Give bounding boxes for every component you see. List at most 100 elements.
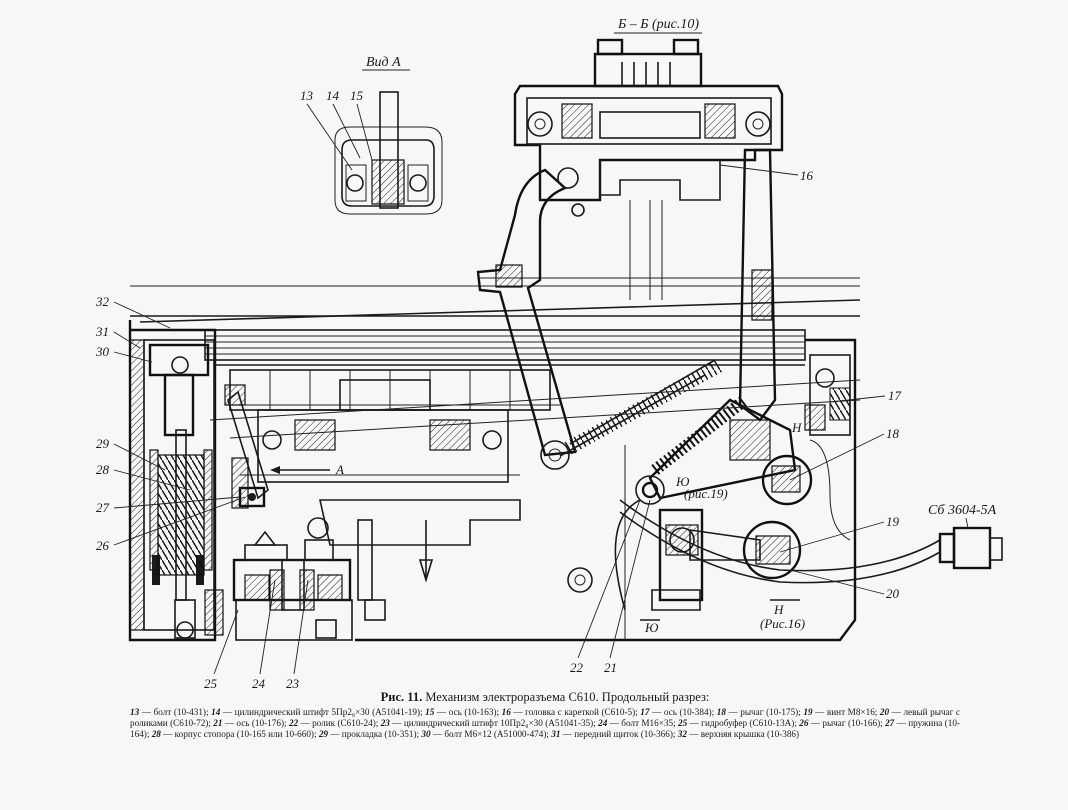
- ref-fig19: (рис.19): [684, 486, 728, 501]
- callout-18: 18: [886, 426, 900, 441]
- callout-27: 27: [96, 500, 110, 515]
- legend-item-number: 28: [151, 729, 161, 739]
- legend-item-text: — рычаг (10-166);: [808, 718, 886, 728]
- hydrobuffer: [232, 517, 353, 641]
- legend-item-number: 19: [803, 707, 813, 717]
- head-carriage: [513, 38, 784, 300]
- legend-item: 21 — ось (10-176);: [213, 718, 289, 728]
- legend-item-text: — головка с кареткой (С610-5);: [510, 707, 641, 717]
- legend-item-text: — ось (10-384);: [649, 707, 717, 717]
- ref-fig16: (Рис.16): [760, 616, 805, 631]
- view-a-label: Вид А: [366, 55, 401, 70]
- axle-assembly: [804, 354, 851, 436]
- legend-item-text: — верхняя крышка (10-386): [686, 729, 800, 739]
- callout-29: 29: [96, 436, 110, 451]
- legend-item: 19 — винт М8×16;: [803, 707, 880, 717]
- legend-item-text: — ролик (С610-24);: [298, 718, 381, 728]
- view-a-callout-15: 15: [350, 88, 364, 103]
- legend-item: 27 — пружина (10-164);: [130, 718, 960, 739]
- callout-16: 16: [800, 168, 814, 183]
- figure-number: Рис. 11.: [380, 690, 423, 704]
- legend-item-number: 14: [211, 707, 221, 717]
- legend-item: 26 — рычаг (10-166);: [799, 718, 885, 728]
- legend-item-number: 13: [130, 707, 140, 717]
- view-a-pin: [379, 91, 399, 209]
- ref-yu1: Ю: [675, 474, 690, 489]
- figure-title: Механизм электроразъема С610. Продольный…: [425, 690, 710, 704]
- legend-item: 24 — болт М16×35;: [598, 718, 678, 728]
- legend-item: 22 — ролик (С610-24);: [289, 718, 381, 728]
- legend-item-number: 22: [288, 718, 299, 728]
- legend-item-text: — корпус стопора (10-165 или 10-660);: [160, 729, 319, 739]
- cable-connector: Сб 3604-5А: [619, 499, 1003, 584]
- view-a-inset: Вид А 13 14 15: [300, 55, 443, 215]
- legend-item: 14 — цилиндрический штифт 5Пр2₈×30 (А510…: [211, 707, 425, 717]
- callout-20: 20: [886, 586, 900, 601]
- legend-item-number: 15: [425, 707, 435, 717]
- callout-19: 19: [886, 514, 900, 529]
- legend-item-number: 32: [677, 729, 687, 739]
- callout-21: 21: [604, 660, 617, 675]
- arrow-a-label: А: [335, 462, 344, 477]
- caption-legend: 13 — болт (10-431); 14 — цилиндрический …: [130, 707, 960, 740]
- legend-item: 18 — рычаг (10-175);: [717, 707, 804, 717]
- legend-item-number: 18: [716, 707, 726, 717]
- legend-item: 32 — верхняя крышка (10-386): [678, 729, 799, 739]
- legend-item: 23 — цилиндрический штифт 10Пр2₈×30 (А51…: [381, 718, 598, 728]
- legend-item-text: — цилиндрический штифт 5Пр2₈×30 (А51041-…: [220, 707, 426, 717]
- legend-item-text: — болт М16×35;: [607, 718, 679, 728]
- legend-item-number: 26: [799, 718, 809, 728]
- legend-item: 20 — левый рычаг с роликами (С610-72);: [130, 707, 960, 728]
- legend-item: 30 — болт М6×12 (А51000-474);: [421, 729, 551, 739]
- lever-arm: [209, 148, 861, 500]
- legend-item: 29 — прокладка (10-351);: [319, 729, 422, 739]
- legend-item: 28 — корпус стопора (10-165 или 10-660);: [152, 729, 319, 739]
- legend-item-number: 17: [640, 707, 650, 717]
- legend-item-text: — болт М6×12 (А51000-474);: [430, 729, 552, 739]
- callout-17: 17: [888, 388, 902, 403]
- legend-item-number: 29: [318, 729, 329, 739]
- ref-h2: Н: [773, 602, 784, 617]
- callout-22: 22: [570, 660, 584, 675]
- legend-item-number: 24: [598, 718, 608, 728]
- figure-caption: Рис. 11. Механизм электроразъема С610. П…: [130, 690, 960, 740]
- legend-item-text: — винт М8×16;: [812, 707, 880, 717]
- legend-item-text: — гидробуфер (С610-13А);: [687, 718, 800, 728]
- roller-gear-group: [567, 439, 851, 640]
- callout-28: 28: [96, 462, 110, 477]
- legend-item-number: 25: [678, 718, 688, 728]
- legend-item-number: 20: [879, 707, 890, 717]
- callout-30: 30: [95, 344, 110, 359]
- ref-h1: Н: [791, 420, 802, 435]
- legend-item: 13 — болт (10-431);: [130, 707, 211, 717]
- caption-title: Рис. 11. Механизм электроразъема С610. П…: [130, 690, 960, 705]
- legend-item: 16 — головка с кареткой (С610-5);: [502, 707, 641, 717]
- part-callouts: 16 17 18 19 20 21 22 23 24 25 26 27 28 2…: [95, 164, 902, 691]
- legend-item: 31 — передний щиток (10-366);: [551, 729, 677, 739]
- legend-item: 15 — ось (10-163);: [425, 707, 501, 717]
- view-a-callout-13: 13: [300, 88, 314, 103]
- callout-31: 31: [95, 324, 109, 339]
- legend-item-number: 27: [885, 718, 895, 728]
- legend-item-number: 16: [501, 707, 511, 717]
- legend-item-text: — рычаг (10-175);: [725, 707, 804, 717]
- mechanism-drawing: Б – Б (рис.10) Вид А 13 14 15: [95, 17, 1003, 691]
- legend-item-text: — передний щиток (10-366);: [560, 729, 678, 739]
- legend-item-text: — ось (10-163);: [434, 707, 502, 717]
- section-label: Б – Б (рис.10): [617, 17, 699, 32]
- callout-24: 24: [252, 676, 266, 691]
- connector-label: Сб 3604-5А: [928, 503, 997, 518]
- legend-item-number: 21: [213, 718, 223, 728]
- legend-item-number: 31: [551, 729, 561, 739]
- legend-item-number: 23: [380, 718, 390, 728]
- legend-item: 17 — ось (10-384);: [640, 707, 716, 717]
- cover-plates: [130, 277, 861, 361]
- legend-item: 25 — гидробуфер (С610-13А);: [678, 718, 799, 728]
- legend-item-text: — прокладка (10-351);: [328, 729, 422, 739]
- callout-23: 23: [286, 676, 300, 691]
- legend-item-text: — цилиндрический штифт 10Пр2₈×30 (А51041…: [389, 718, 599, 728]
- legend-item-text: — ось (10-176);: [222, 718, 289, 728]
- legend-item-text: — левый рычаг с роликами (С610-72);: [130, 707, 960, 728]
- arrow-a: А: [270, 462, 344, 477]
- ref-yu2: Ю: [644, 620, 659, 635]
